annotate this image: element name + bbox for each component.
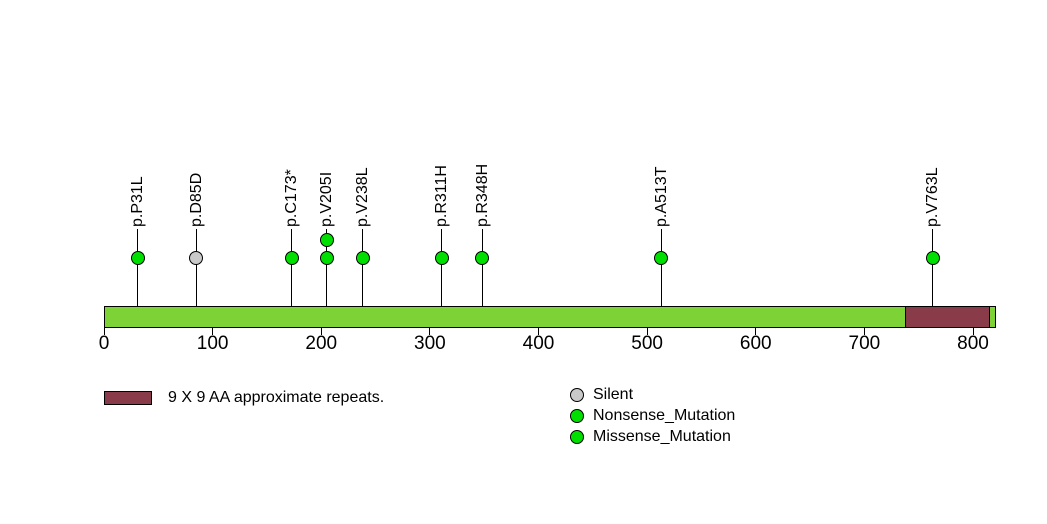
- x-axis-tick-label: 300: [414, 333, 446, 354]
- variant-legend-row: Nonsense_Mutation: [570, 405, 735, 426]
- mutation-label: p.P31L: [129, 176, 147, 227]
- mutation-label: p.V205I: [318, 171, 336, 227]
- mutation-label: p.V238L: [354, 167, 372, 227]
- mutation-point: [475, 251, 489, 265]
- x-axis-tick-label: 800: [957, 333, 989, 354]
- mutation-point: [284, 251, 299, 265]
- mutation-label: p.A513T: [652, 166, 670, 227]
- x-axis-tick: [429, 328, 431, 335]
- x-axis-tick-label: 100: [196, 333, 229, 354]
- protein-bar: [104, 306, 996, 328]
- mutation-point: [925, 251, 940, 265]
- x-axis-tick-label: 700: [848, 333, 881, 354]
- mutation-label: p.C173*: [283, 169, 301, 227]
- x-axis-tick: [103, 328, 105, 335]
- variant-legend-label: Nonsense_Mutation: [593, 407, 736, 424]
- variant-legend-row: Silent: [570, 384, 735, 405]
- x-axis-tick-label: 400: [522, 333, 555, 354]
- x-axis-tick-label: 200: [305, 333, 338, 354]
- x-axis-tick: [755, 328, 757, 335]
- domain-rect: [904, 306, 991, 328]
- variant-legend-label: Missense_Mutation: [593, 428, 731, 445]
- variant-legend-row: Missense_Mutation: [570, 426, 735, 447]
- mutation-point: [130, 251, 145, 265]
- variant-legend-swatch: [570, 387, 584, 402]
- lollipop-stem: [291, 229, 293, 328]
- mutation-label: p.R311H: [433, 165, 451, 227]
- mutation-point: [319, 251, 334, 265]
- x-axis-tick: [538, 328, 539, 335]
- variant-legend-swatch: [570, 408, 584, 423]
- x-axis-tick: [972, 328, 974, 335]
- x-axis-tick: [863, 328, 865, 335]
- lollipop-stem: [441, 229, 443, 328]
- domain-legend: 9 X 9 AA approximate repeats.: [104, 387, 384, 408]
- mutation-point: [319, 232, 334, 247]
- variant-legend-label: Silent: [593, 386, 634, 403]
- mutation-point: [654, 251, 669, 265]
- mutation-point: [355, 251, 370, 265]
- lollipop-stem: [137, 229, 139, 328]
- lollipop-stem: [481, 229, 483, 328]
- lollipop-stem: [362, 229, 364, 328]
- mutation-label: p.V763L: [924, 167, 942, 227]
- x-axis-tick-label: 600: [739, 333, 772, 354]
- lollipop-stem: [326, 229, 328, 328]
- mutation-point: [189, 251, 204, 265]
- variant-legend-swatch: [570, 429, 584, 444]
- mutation-label: p.D85D: [187, 172, 205, 227]
- mutation-label: p.R348H: [473, 163, 491, 227]
- lollipop-stem: [195, 229, 197, 328]
- domain-legend-swatch: [104, 390, 152, 405]
- x-axis-tick: [646, 328, 648, 335]
- x-axis-tick-label: 500: [631, 333, 663, 354]
- domain-legend-label: 9 X 9 AA approximate repeats.: [168, 389, 385, 406]
- lollipop-stem: [660, 229, 662, 328]
- lollipop-stem: [932, 229, 934, 328]
- mutation-point: [434, 251, 449, 265]
- x-axis-tick: [320, 328, 322, 335]
- x-axis-tick-label: 0: [98, 333, 110, 354]
- x-axis-tick: [212, 328, 214, 335]
